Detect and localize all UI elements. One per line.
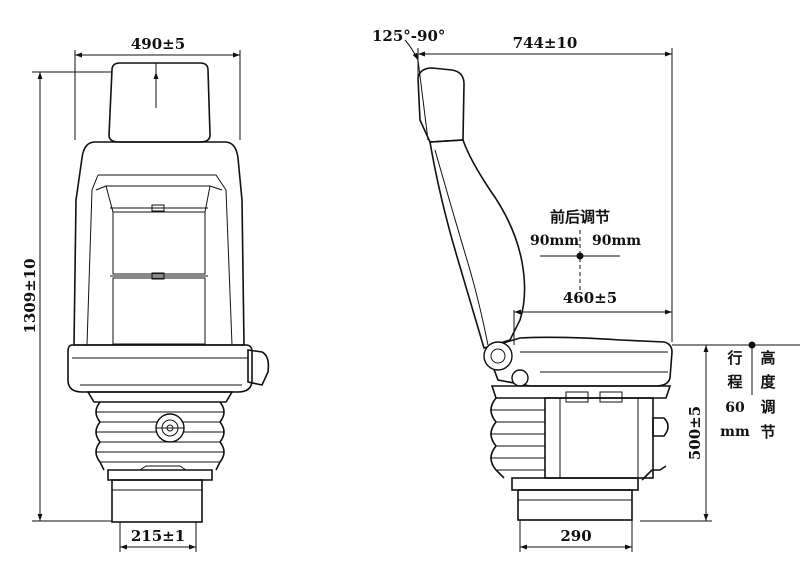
front-width-label: 490±5 bbox=[131, 35, 185, 53]
front-height-knob bbox=[155, 413, 185, 443]
back-panel-upper bbox=[112, 211, 206, 275]
side-depth-label: 744±10 bbox=[513, 34, 578, 52]
height-adjust-label-3: 调 bbox=[760, 398, 775, 416]
side-recline-pivot bbox=[483, 341, 529, 387]
side-suspension-body bbox=[544, 397, 654, 479]
side-knob-1 bbox=[565, 391, 589, 403]
front-side-lever bbox=[247, 349, 270, 386]
front-slide-rail bbox=[107, 469, 213, 481]
front-base-width-label: 215±1 bbox=[131, 527, 185, 545]
side-knob-2 bbox=[599, 391, 623, 403]
front-bellows bbox=[95, 401, 225, 471]
side-bellows bbox=[490, 397, 545, 479]
side-cushion bbox=[484, 336, 673, 387]
side-cushion-depth-label: 460±5 bbox=[563, 289, 617, 307]
fore-aft-right: 90mm bbox=[592, 233, 641, 249]
height-adjust-label-4: 节 bbox=[760, 423, 775, 441]
side-headrest bbox=[417, 67, 465, 143]
side-height-knob bbox=[652, 417, 669, 437]
stroke-label-3: 60 bbox=[725, 400, 745, 416]
front-cushion bbox=[67, 344, 253, 393]
side-view: 125°-90° 744±10 前后调节 90mm 90mm 460±5 290… bbox=[372, 27, 800, 552]
back-panel-lower bbox=[112, 277, 206, 345]
height-adjust-label-2: 度 bbox=[760, 373, 776, 391]
fore-aft-center-mark bbox=[576, 252, 584, 260]
side-seat-height-label: 500±5 bbox=[686, 406, 704, 460]
front-base bbox=[111, 479, 203, 523]
front-headrest bbox=[108, 62, 211, 143]
front-height-label: 1309±10 bbox=[21, 258, 39, 333]
fore-aft-title: 前后调节 bbox=[550, 208, 610, 226]
side-recline-label: 125°-90° bbox=[372, 27, 445, 45]
front-view: 490±5 1309±10 215±1 bbox=[21, 35, 270, 552]
stroke-label-4: mm bbox=[720, 424, 750, 440]
stroke-label-1: 行 bbox=[726, 349, 742, 367]
front-backrest bbox=[73, 141, 245, 346]
side-base bbox=[517, 489, 633, 521]
side-base-length-label: 290 bbox=[560, 527, 591, 545]
side-backrest bbox=[429, 139, 526, 350]
stroke-label-2: 程 bbox=[727, 373, 742, 391]
fore-aft-left: 90mm bbox=[530, 233, 579, 249]
height-adjust-label-1: 高 bbox=[760, 349, 775, 367]
